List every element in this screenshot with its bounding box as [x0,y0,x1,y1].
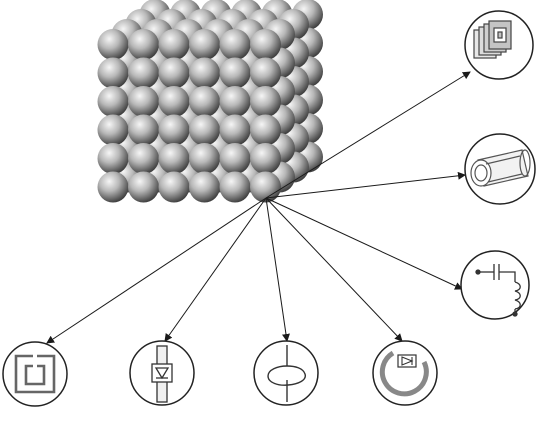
sphere-lattice-cube [97,0,323,203]
lattice-sphere [158,86,190,117]
lattice-sphere [250,171,281,203]
lattice-sphere [219,29,251,60]
coaxial-cylinder-icon [464,133,536,205]
lattice-sphere [189,143,220,174]
lattice-sphere [189,171,220,203]
lattice-sphere [250,143,281,174]
lattice-sphere [250,114,281,146]
capacitor-inductor-circuit-icon [460,250,530,320]
lattice-sphere [219,171,251,203]
lattice-sphere [158,171,190,203]
arrow-to-split-ring-resonator [46,197,267,344]
lattice-sphere [158,57,190,89]
split-ring-resonator-stack-icon [464,10,534,80]
lattice-sphere [219,114,251,146]
arrow-group [46,71,471,344]
lattice-sphere [219,143,251,174]
arrow-to-coaxial-cylinder [265,171,466,199]
arrow-to-diode-wire [164,197,267,342]
helix-loop-icon [253,340,319,406]
lattice-sphere [158,143,190,174]
arrow-to-lc-circuit [265,197,463,290]
diode-loaded-wire-icon [129,340,195,406]
lattice-sphere [97,114,129,146]
lattice-sphere [128,57,159,89]
lattice-sphere [128,171,159,203]
lattice-sphere [158,29,190,60]
arrow-to-split-ring-stack [265,71,471,199]
lattice-sphere [97,57,129,89]
lattice-sphere [97,86,129,117]
lattice-sphere [128,86,159,117]
arrow-to-diode-ring [265,197,403,342]
lattice-sphere [189,114,220,146]
lattice-sphere [219,86,251,117]
lattice-sphere [219,57,251,89]
lattice-sphere [128,143,159,174]
lattice-sphere [97,143,129,174]
lattice-sphere [250,29,281,60]
lattice-sphere [97,171,129,203]
lattice-sphere [128,114,159,146]
lattice-sphere [189,57,220,89]
lattice-sphere [128,29,159,60]
lattice-sphere [189,29,220,60]
split-ring-resonator-icon [2,341,68,407]
lattice-sphere [250,57,281,89]
diode-loaded-ring-icon [372,340,438,406]
lattice-sphere [158,114,190,146]
lattice-sphere [189,86,220,117]
lattice-sphere [97,29,129,60]
lattice-sphere [250,86,281,117]
arrow-to-helix-loop [265,197,290,342]
